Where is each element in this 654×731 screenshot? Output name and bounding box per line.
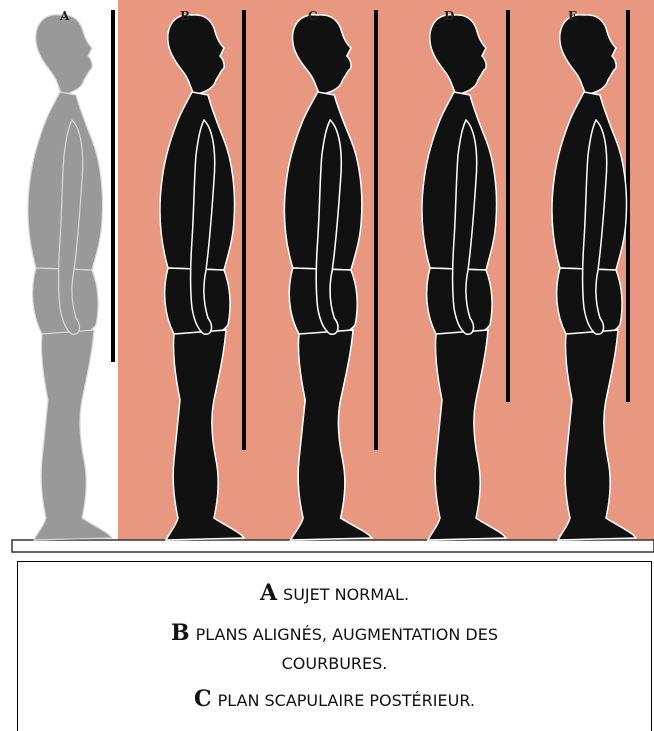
ground-bar	[12, 540, 654, 552]
plumb-line-c	[374, 10, 378, 450]
label-b: B	[180, 9, 190, 23]
label-d: D	[444, 9, 454, 23]
plumb-line-a	[111, 10, 115, 362]
label-c: C	[308, 9, 318, 23]
caption-line-a: A SUJET NORMAL.	[18, 580, 651, 606]
caption-text-b: PLANS ALIGNÉS, AUGMENTATION DES	[196, 625, 498, 644]
caption-line-b: B PLANS ALIGNÉS, AUGMENTATION DES	[18, 620, 651, 646]
caption-letter-a: A	[260, 580, 277, 606]
caption-line-b-cont: COURBURES.	[18, 654, 651, 673]
caption-text-b-cont: COURBURES.	[282, 654, 388, 673]
caption-letter-b: B	[171, 620, 190, 646]
plumb-line-d	[506, 10, 510, 402]
caption-text-a: SUJET NORMAL.	[283, 585, 409, 604]
posture-diagram: A B C D E	[0, 0, 654, 560]
plumb-line-b	[242, 10, 246, 450]
caption-line-c: C PLAN SCAPULAIRE POSTÉRIEUR.	[18, 686, 651, 712]
caption-text-c: PLAN SCAPULAIRE POSTÉRIEUR.	[218, 691, 475, 710]
caption-box: A SUJET NORMAL. B PLANS ALIGNÉS, AUGMENTAT…	[17, 561, 652, 731]
label-e: E	[568, 9, 577, 23]
caption-letter-c: C	[194, 686, 212, 712]
label-a: A	[59, 9, 70, 23]
